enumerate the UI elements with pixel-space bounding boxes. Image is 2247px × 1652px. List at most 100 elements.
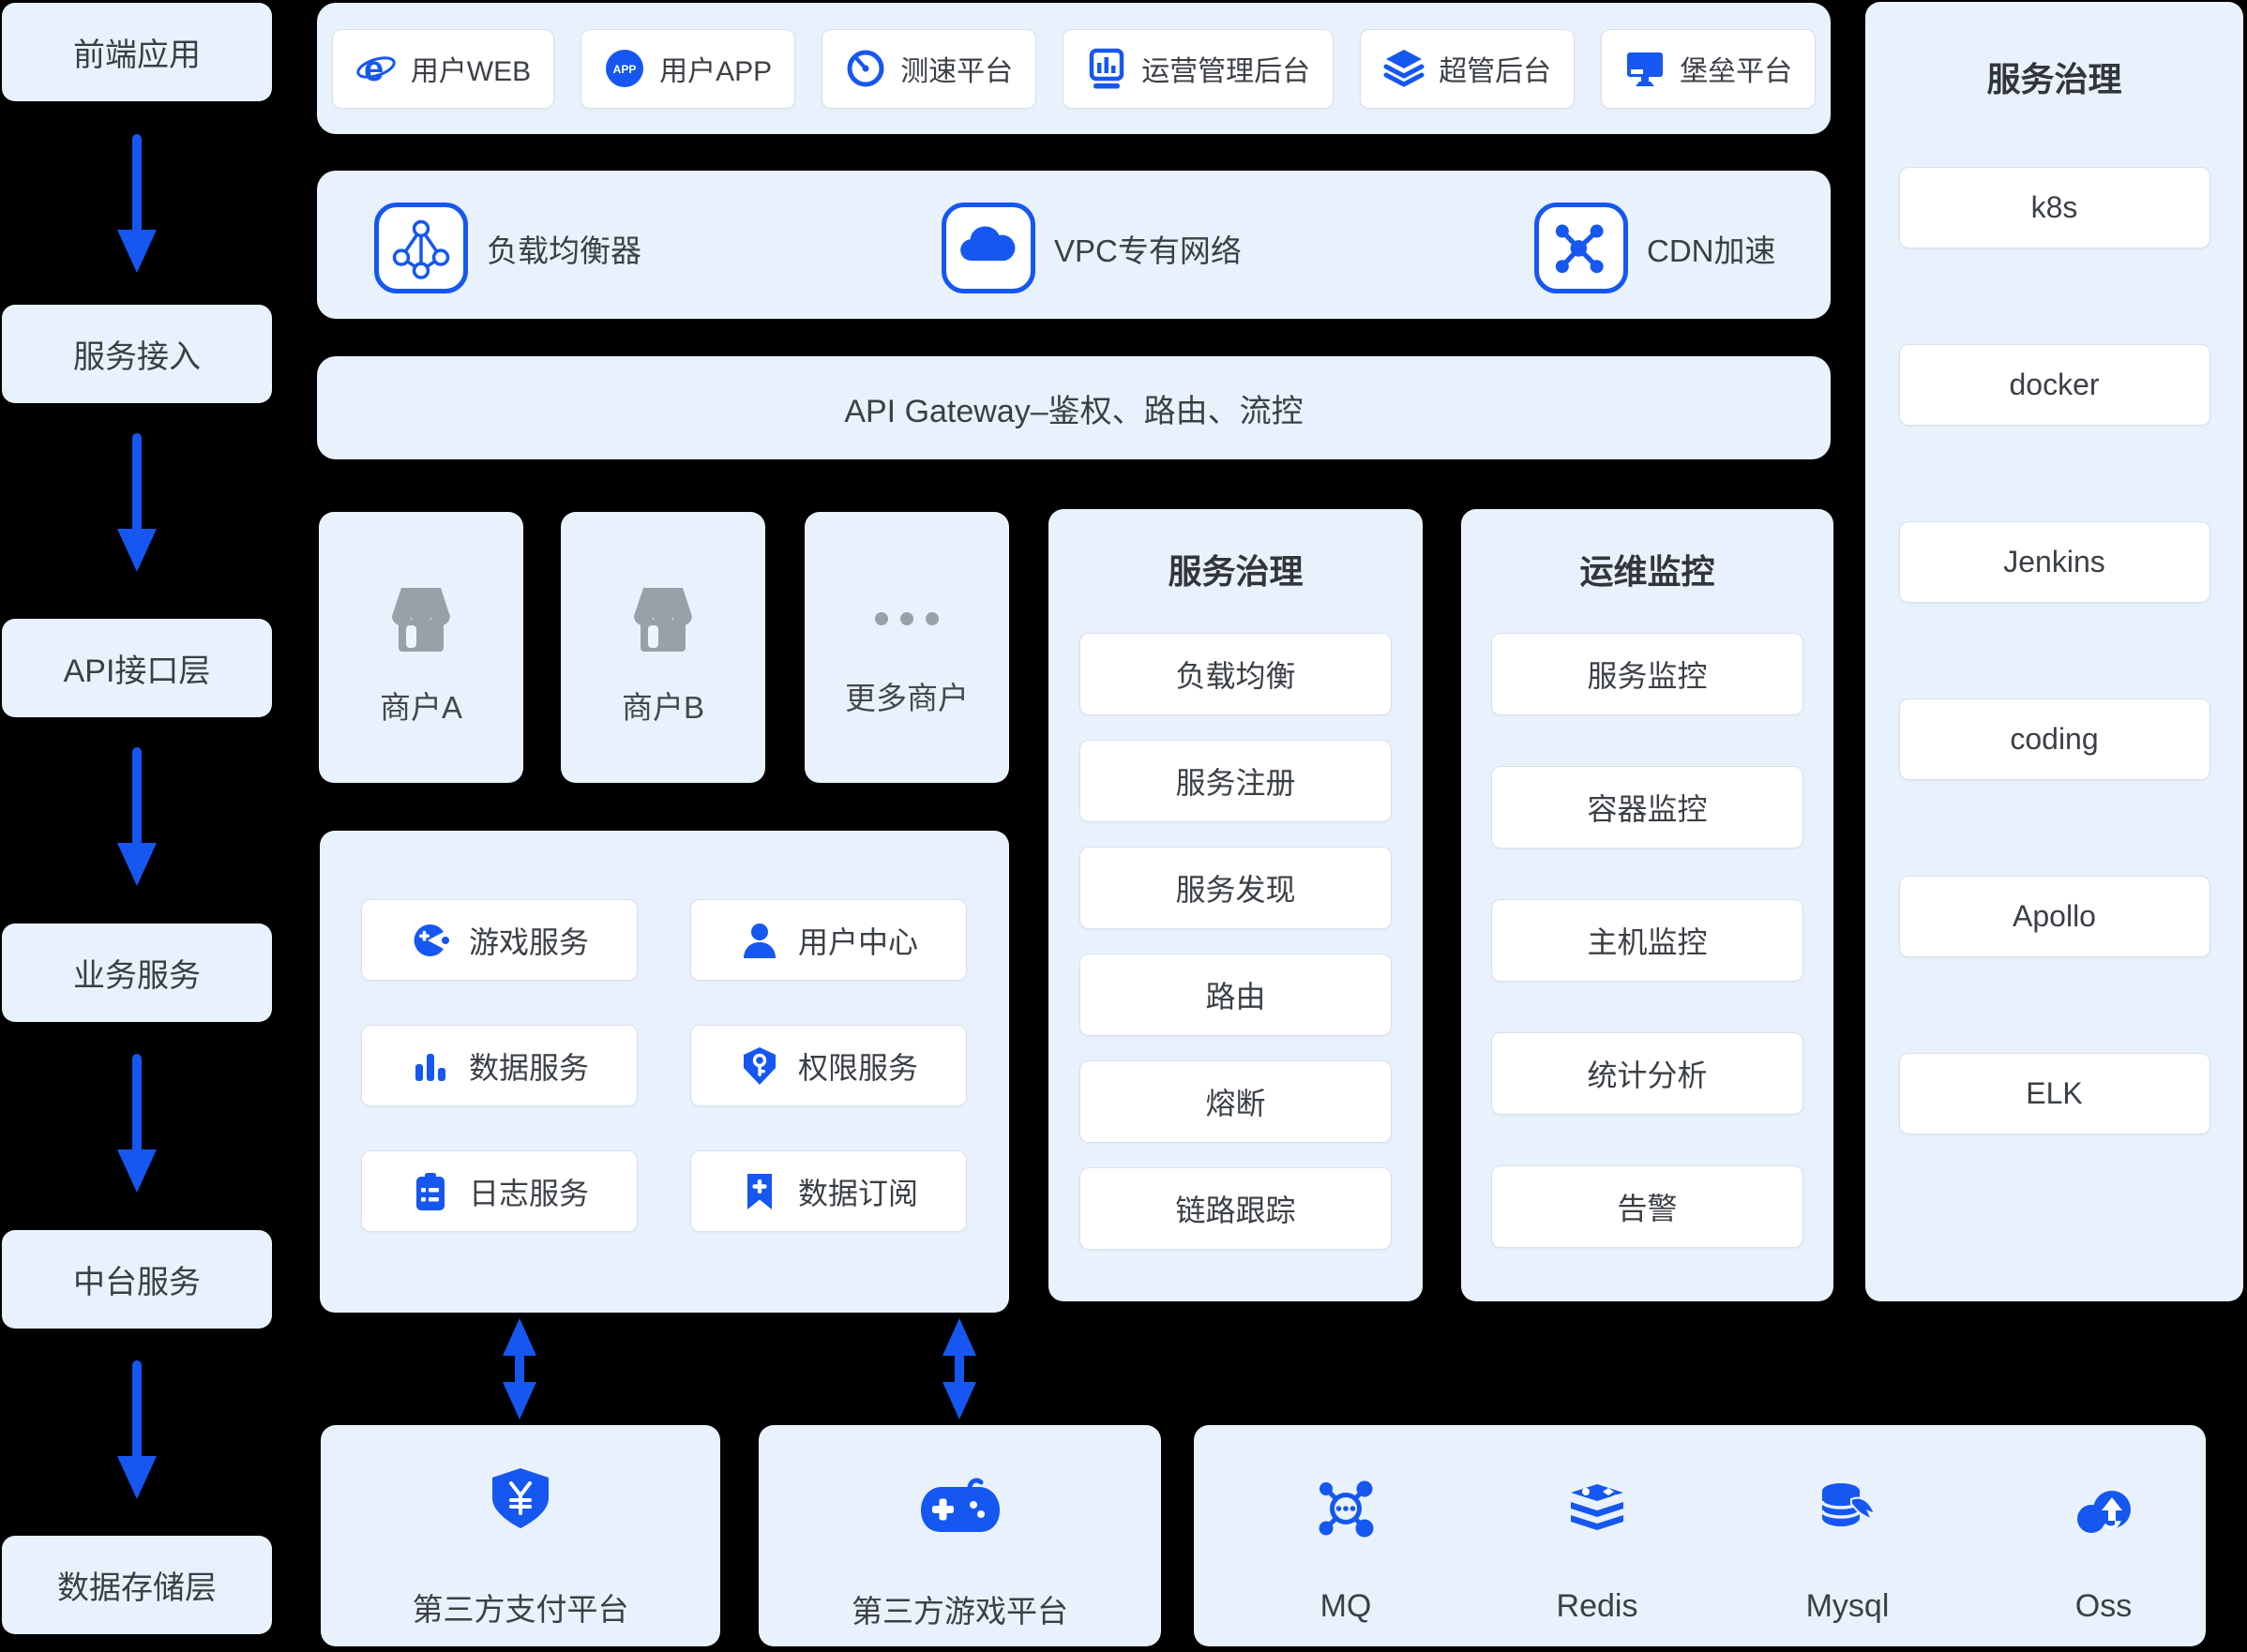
down-arrow-icon (117, 1360, 157, 1499)
down-arrow-icon (117, 747, 157, 886)
app-label: 用户APP (659, 56, 773, 87)
rail-middle-platform: 中台服务 (2, 1230, 272, 1329)
app-label: 堡垒平台 (1680, 56, 1793, 87)
app-circle-icon: APP (606, 50, 644, 87)
service-label: 数据订阅 (798, 1176, 919, 1210)
governance-item: 负载均衡 (1079, 633, 1392, 715)
storage-label: Redis (1556, 1588, 1638, 1624)
devops-item: Apollo (1898, 876, 2210, 957)
down-arrow-icon (117, 134, 157, 273)
app-card-super-admin: 超管后台 (1360, 28, 1576, 109)
merchant-label: 商户B (621, 690, 704, 725)
monitoring-item: 主机监控 (1491, 899, 1803, 982)
third-party-game-box: 第三方游戏平台 (759, 1425, 1161, 1646)
bar-chart-board-icon (1089, 48, 1124, 89)
net-label: CDN加速 (1647, 233, 1776, 268)
layers-icon (1383, 50, 1425, 87)
rail-label: 中台服务 (73, 1265, 201, 1300)
net-item-load-balancer: 负载均衡器 (374, 203, 641, 293)
app-label: 超管后台 (1439, 56, 1552, 87)
governance-item: 服务发现 (1079, 847, 1392, 929)
storage-label: Mysql (1805, 1588, 1890, 1624)
panel-title: 服务治理 (1168, 552, 1304, 591)
rail-access: 服务接入 (2, 305, 272, 403)
service-card-game: 游戏服务 (361, 899, 638, 981)
storage-item-redis: Redis (1517, 1478, 1677, 1625)
service-card-data: 数据服务 (361, 1025, 638, 1106)
app-card-speed-test: 测速平台 (822, 28, 1037, 109)
service-card-log: 日志服务 (361, 1150, 638, 1232)
storage-item-mq: MQ (1266, 1478, 1425, 1625)
ellipsis-icon (867, 608, 947, 630)
app-card-ops-admin: 运营管理后台 (1063, 28, 1335, 109)
game-pacman-icon (414, 924, 449, 956)
app-card-user-app: APP 用户APP (581, 28, 796, 109)
monitoring-item: 容器监控 (1491, 766, 1803, 849)
merchant-b-box: 商户B (561, 512, 765, 783)
service-card-permission: 权限服务 (690, 1025, 967, 1106)
down-arrow-icon (117, 433, 157, 572)
devops-item: docker (1898, 344, 2210, 426)
shield-key-icon (744, 1046, 776, 1085)
monitoring-panel: 运维监控 服务监控 容器监控 主机监控 统计分析 告警 (1461, 509, 1833, 1301)
governance-item: 链路跟踪 (1079, 1167, 1392, 1250)
log-clipboard-icon (416, 1172, 445, 1210)
rail-label: 业务服务 (73, 958, 201, 994)
service-label: 游戏服务 (469, 924, 590, 959)
more-merchants-box: 更多商户 (805, 512, 1009, 783)
monitoring-item: 告警 (1491, 1165, 1803, 1248)
devops-item: coding (1898, 698, 2210, 780)
storage-item-mysql: Mysql (1768, 1478, 1927, 1625)
rail-frontend: 前端应用 (2, 3, 272, 101)
third-party-payment-box: 第三方支付平台 (321, 1425, 720, 1646)
double-arrow-icon (503, 1318, 536, 1419)
app-label: 用户WEB (410, 56, 532, 87)
net-item-vpc: VPC专有网络 (942, 203, 1242, 293)
ie-browser-icon: e (356, 50, 396, 89)
business-services-panel: 游戏服务 用户中心 数据服务 权限服务 日志服务 数据订阅 (320, 831, 1009, 1313)
governance-item: 路由 (1079, 954, 1392, 1036)
mysql-db-icon (1817, 1478, 1878, 1539)
storefront-icon (381, 579, 461, 656)
devops-item: k8s (1898, 167, 2210, 248)
devops-item: Jenkins (1898, 521, 2210, 603)
net-label: VPC专有网络 (1054, 233, 1242, 268)
vpc-cloud-icon (942, 203, 1035, 293)
api-gateway-label: API Gateway–鉴权、路由、流控 (844, 393, 1304, 429)
bookmark-plus-icon (747, 1173, 772, 1209)
rail-label: 服务接入 (73, 339, 201, 375)
app-label: 测速平台 (900, 56, 1014, 87)
frontend-apps-panel: e 用户WEB APP 用户APP 测速平台 运营管理后台 超管后台 堡垒平台 (317, 3, 1831, 134)
merchant-label: 更多商户 (845, 681, 969, 715)
governance-panel: 服务治理 负载均衡 服务注册 服务发现 路由 熔断 链路跟踪 (1048, 509, 1423, 1301)
rail-label: 数据存储层 (57, 1570, 217, 1606)
speedometer-icon (847, 50, 884, 87)
app-card-user-web: e 用户WEB (331, 28, 555, 109)
rail-api-layer: API接口层 (2, 619, 272, 717)
oss-cloud-icon (2073, 1478, 2134, 1539)
pay-shield-icon (492, 1468, 549, 1528)
devops-item: ELK (1898, 1053, 2210, 1134)
net-label: 负载均衡器 (487, 233, 641, 268)
service-label: 权限服务 (798, 1050, 919, 1085)
service-label: 数据服务 (469, 1050, 590, 1085)
storefront-icon (623, 579, 703, 656)
bottom-box-label: 第三方支付平台 (412, 1592, 629, 1627)
service-label: 用户中心 (798, 924, 919, 959)
app-card-bastion: 堡垒平台 (1601, 28, 1817, 109)
storage-middleware-panel: MQ Redis Mysql Oss (1194, 1425, 2206, 1646)
data-bars-icon (415, 1053, 445, 1081)
bottom-box-label: 第三方游戏平台 (852, 1594, 1068, 1629)
rail-label: API接口层 (63, 653, 211, 689)
network-panel: 负载均衡器 VPC专有网络 CDN加速 (317, 171, 1831, 319)
service-card-subscribe: 数据订阅 (690, 1150, 967, 1232)
governance-item: 熔断 (1079, 1060, 1392, 1143)
panel-title: 服务治理 (1986, 60, 2122, 98)
net-item-cdn: CDN加速 (1534, 203, 1776, 293)
load-balancer-icon (374, 203, 468, 293)
service-label: 日志服务 (469, 1176, 590, 1210)
rail-label: 前端应用 (73, 38, 201, 73)
storage-label: MQ (1320, 1588, 1372, 1624)
monitor-icon (1627, 53, 1664, 86)
